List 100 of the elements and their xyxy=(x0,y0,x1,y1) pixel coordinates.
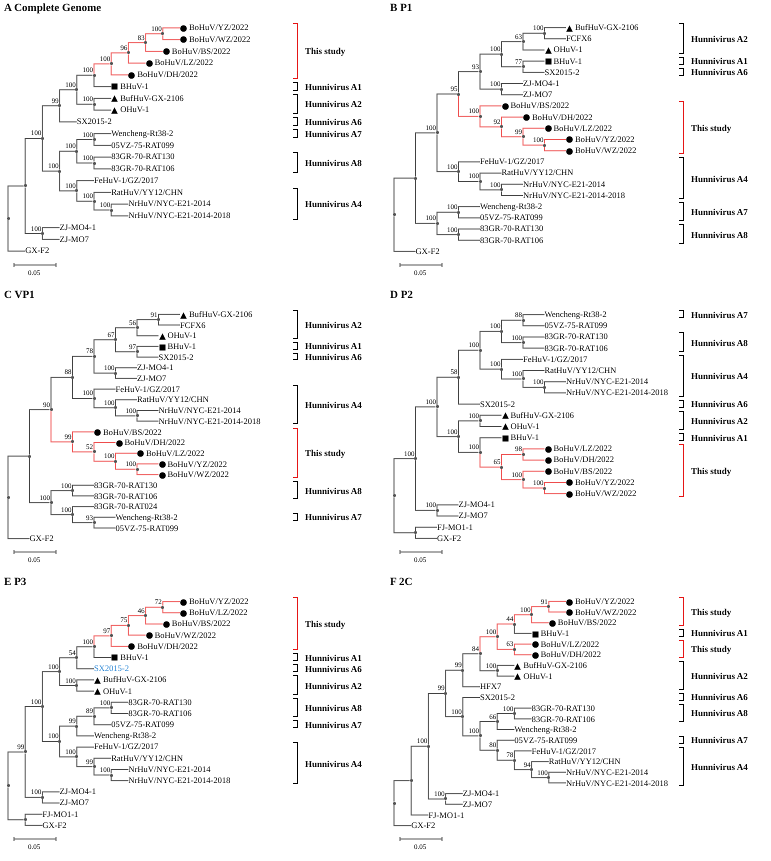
tree-branch xyxy=(458,95,479,117)
tree-branch xyxy=(522,336,545,342)
tree-branch xyxy=(458,172,479,182)
clade-label: Hunnivirus A6 xyxy=(691,66,748,78)
taxon-label: 83GR-70-RAT106 xyxy=(480,234,544,246)
branch-point xyxy=(6,217,10,220)
clade-label: This study xyxy=(691,643,732,656)
branch-point xyxy=(522,65,524,68)
tree-branch xyxy=(59,742,76,758)
tree-branch xyxy=(522,321,545,326)
taxon-label: RatHuV/YY12/CHN xyxy=(544,364,616,376)
taxon-label: NrHuV/NYC-E21-2014-2018 xyxy=(566,387,668,399)
taxon-label: 83GR-70-RAT130 xyxy=(111,151,174,163)
branch-point xyxy=(6,784,10,788)
clade-label: Hunnivirus A2 xyxy=(305,680,362,692)
clade-label: Hunnivirus A8 xyxy=(691,336,748,349)
taxon-label: GX-F2 xyxy=(25,245,50,257)
tree-branch xyxy=(496,713,514,720)
tree-branch xyxy=(501,184,524,189)
taxon-label: FeHuV-1/GZ/2017 xyxy=(523,354,588,365)
tree-branch xyxy=(76,758,93,768)
branch-point xyxy=(496,748,499,752)
branch-point xyxy=(114,338,117,342)
clade-label: Hunnivirus A7 xyxy=(305,511,362,524)
tree-branch xyxy=(94,202,110,210)
taxon-label: 83GR-70-RAT130 xyxy=(94,480,158,491)
clade-label: Hunnivirus A4 xyxy=(305,758,362,770)
tree-branch xyxy=(445,694,462,718)
tree-branch xyxy=(8,456,28,496)
tree-branch xyxy=(522,470,545,479)
tree-branch xyxy=(115,367,138,372)
tree-branch xyxy=(458,350,479,376)
branch-point xyxy=(426,744,430,748)
branch-point xyxy=(75,150,78,153)
tree-branch xyxy=(158,320,180,326)
tree-branch xyxy=(514,644,532,648)
tree-branch xyxy=(458,228,480,234)
taxon-label: 83GR-70-RAT130 xyxy=(532,702,595,714)
tree-branch xyxy=(548,600,566,606)
branch-point xyxy=(457,170,460,174)
branch-point xyxy=(512,648,516,651)
branch-point xyxy=(436,131,438,134)
tree-branch xyxy=(480,182,500,190)
tree-branch xyxy=(8,185,24,218)
tree-branch xyxy=(76,679,94,685)
tree-branch xyxy=(458,438,479,453)
branch-point xyxy=(414,176,417,180)
branch-point xyxy=(392,213,396,216)
clade-label: Hunnivirus A8 xyxy=(691,228,748,241)
branch-point xyxy=(436,405,438,408)
taxon-label: BoHuV/LZ/2022 xyxy=(540,638,600,649)
tree-branch xyxy=(76,152,93,164)
branch-point xyxy=(478,419,482,422)
branch-point xyxy=(512,712,516,715)
tree-branch xyxy=(415,460,436,511)
tree-branch xyxy=(162,27,180,33)
tree-branch xyxy=(42,791,60,796)
taxon-label: BoHuV/BS/2022 xyxy=(172,46,230,56)
taxon-label: GX-F2 xyxy=(42,820,66,831)
branch-point xyxy=(110,208,113,212)
taxon-label: RatHuV/YY12/CHN xyxy=(548,756,621,767)
branch-point xyxy=(144,41,148,44)
tree-branch xyxy=(531,606,548,614)
taxon-label: HFX7 xyxy=(480,681,502,692)
tree-branch xyxy=(480,105,502,116)
tree-branch xyxy=(110,211,129,216)
tree-branch xyxy=(94,388,116,398)
branch-point xyxy=(478,70,482,74)
branch-point xyxy=(92,521,96,524)
taxon-label: BoHuV/WZ/2022 xyxy=(575,488,636,498)
branch-point xyxy=(75,684,78,688)
taxon-label: NrHuV/NYC-E21-2014 xyxy=(128,198,211,210)
tree-branch xyxy=(436,134,458,172)
branch-point xyxy=(444,797,448,800)
branch-point xyxy=(436,222,438,225)
taxon-label: BoHuV/YZ/2022 xyxy=(575,134,634,144)
branch-point xyxy=(522,377,524,380)
clade-label: Hunnivirus A2 xyxy=(691,414,748,427)
branch-point xyxy=(110,62,113,66)
tree-branch xyxy=(115,374,138,379)
branch-point xyxy=(457,376,460,379)
tree-branch xyxy=(544,388,566,394)
taxon-label: ZJ-MO7 xyxy=(137,373,166,384)
tree-branch xyxy=(522,32,544,41)
taxon-label: FeHuV-1/GZ/2017 xyxy=(532,746,596,756)
taxon-label: 83GR-70-RAT106 xyxy=(111,163,174,175)
branch-point xyxy=(461,715,464,718)
taxon-label: RatHuV/YY12/CHN xyxy=(502,167,574,179)
tree-branch xyxy=(94,357,114,374)
tree-branch xyxy=(42,105,59,138)
tree-branch xyxy=(136,463,159,468)
tree-branch xyxy=(94,339,114,356)
tree-branch xyxy=(136,328,159,336)
panel-title: A Complete Genome xyxy=(4,2,102,14)
tree-branch xyxy=(136,470,159,476)
tree-branch xyxy=(531,761,550,769)
tree-branch xyxy=(110,52,128,63)
branch-point xyxy=(444,692,448,695)
taxon-label: BHuV-1 xyxy=(510,432,539,442)
branch-point xyxy=(136,326,138,330)
